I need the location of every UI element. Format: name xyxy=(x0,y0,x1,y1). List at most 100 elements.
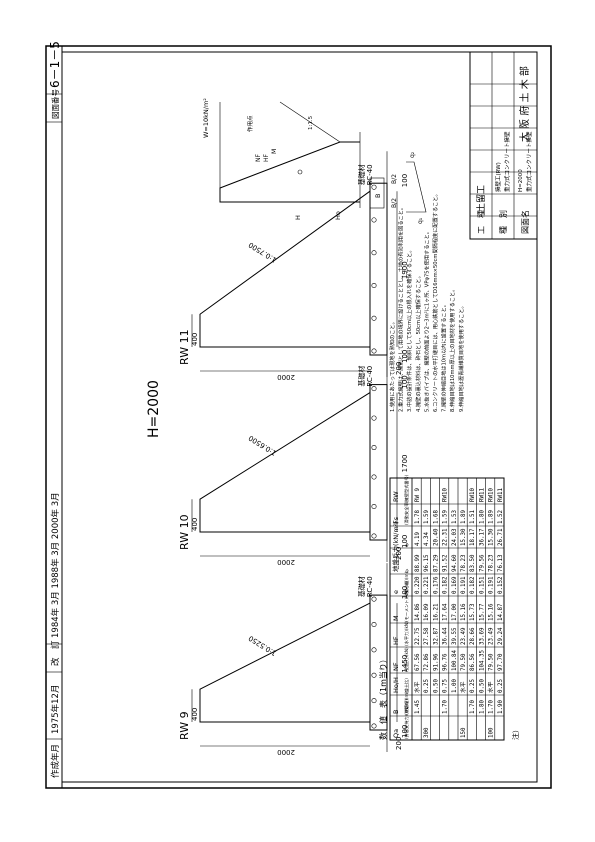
surcharge-label: W=10kN/m² xyxy=(202,98,210,138)
gravel-mark xyxy=(371,596,377,602)
foundation-spec: RC-40 xyxy=(366,576,374,597)
table-cell: 0.151 xyxy=(479,576,485,594)
section-name: RW 9 xyxy=(178,711,191,740)
gravel-mark xyxy=(371,315,377,321)
gravel-mark xyxy=(371,386,377,392)
table-cell: 1.80 xyxy=(479,700,485,714)
table-cell: 4.34 xyxy=(424,532,430,546)
table-cell: 水平 xyxy=(413,681,421,693)
inner-frame xyxy=(61,51,538,783)
table-header: Fs xyxy=(392,516,400,524)
tb-row2-value2: 重力式コンクリート擁壁 xyxy=(503,131,511,192)
table-cell: 300 xyxy=(424,727,430,738)
h-label: H xyxy=(294,215,302,220)
table-cell: 1.00 xyxy=(452,679,458,693)
table-cell: 0.50 xyxy=(479,679,485,693)
note-item: 5.水抜きパイプは、擁壁の前面より2~3m²に1ヶ所、VPφ75を使用すること。 xyxy=(422,229,430,412)
table-cell: 1.90 xyxy=(498,700,504,714)
drawing-no-label: 図面番号 xyxy=(50,89,60,119)
created-value: 1975年12月 xyxy=(50,685,61,734)
note-item: 3.中詰の設計条件は、傾斜として50cm以上の根入れを確保すること。 xyxy=(405,247,413,412)
table-cell: 0.169 xyxy=(452,576,458,594)
notes-lines: 1.使用にあたっては現地を熟知のこと。2.重力式擁壁は、原則として用地の境界に設… xyxy=(388,191,465,412)
section-name: RW 11 xyxy=(178,329,191,365)
table-cell: 15.77 xyxy=(479,603,485,621)
height-dim: 2000 xyxy=(277,373,295,381)
m-label: M xyxy=(271,149,278,154)
gravel-mark xyxy=(371,282,377,288)
table-subheader: (滑動安全率) xyxy=(403,500,410,525)
b-half-2: B/2 xyxy=(391,174,398,184)
table-cell: 15.16 xyxy=(461,603,467,621)
table-caption: 数 値 表（1m当り） xyxy=(378,655,388,740)
table-subheader: (偏心量)(m) xyxy=(403,571,410,595)
gravel-mark xyxy=(371,533,377,539)
load-wall xyxy=(219,141,360,203)
table-cell: 14.87 xyxy=(498,603,504,621)
table-cell: 78.23 xyxy=(461,554,467,572)
table-cell: RW10 xyxy=(489,488,495,502)
table-header: M xyxy=(392,615,400,621)
top-width-dim: 400 xyxy=(191,708,199,721)
note-item: 7.擁壁の伸縮目地は10m以内に設置すること。 xyxy=(440,302,448,412)
table-cell: 1.70 xyxy=(443,700,449,714)
table-cell: 24.03 xyxy=(452,528,458,546)
table-subheader: (モーメント)(kN・m) xyxy=(404,581,409,622)
table-cell: 1.70 xyxy=(489,700,495,714)
note-item: 1.使用にあたっては現地を熟知のこと。 xyxy=(388,319,396,412)
table-cell: 18.17 xyxy=(470,528,476,546)
height-dim: 2000 xyxy=(277,558,295,566)
wall-body xyxy=(199,602,371,723)
title-block: 工 種 土留工 種 別 擁壁工(RW) 重力式コンクリート擁壁 図面名 H=20… xyxy=(469,51,538,240)
gravel-mark xyxy=(371,184,377,190)
table-cell: 15.16 xyxy=(489,603,495,621)
foundation xyxy=(369,182,388,356)
table-cell: 76.13 xyxy=(498,554,504,572)
table-header: Ho/H xyxy=(392,677,400,693)
table-cell: 1.70 xyxy=(470,700,476,714)
table-subheader: (擁壁型式番号) xyxy=(403,474,410,503)
wall-body xyxy=(199,392,371,533)
table-cell: 1.68 xyxy=(433,510,439,524)
table-cell: 17.00 xyxy=(452,603,458,621)
slope-label: 1:0.7500 xyxy=(247,240,278,263)
tb-row3-value1: H=2000 xyxy=(518,169,524,192)
table-cell: 33.69 xyxy=(479,627,485,645)
pressure-diagram xyxy=(406,161,427,213)
heel-dim: 100 xyxy=(401,174,409,187)
table-header: 地盤反力(kN/m²) xyxy=(391,521,400,572)
table-subheader: (鉛直力)(kN) xyxy=(403,647,410,672)
base-width-dim: 1450 xyxy=(401,655,409,673)
tb-row3-label: 図面名 xyxy=(520,210,530,234)
table-cell: 36.44 xyxy=(443,627,449,645)
table-cell: 0.25 xyxy=(498,679,504,693)
base-h-dim: 200 xyxy=(395,362,403,375)
header-band: 作成年月 1975年12月 改 訂 1984年 3月 1988年 3月 2000… xyxy=(46,41,63,788)
gravel-mark xyxy=(371,672,377,678)
table-cell: 96.15 xyxy=(424,554,430,572)
tb-row1-value: 土留工 xyxy=(475,185,487,212)
table-cell: 26.71 xyxy=(498,528,504,546)
table-cell: 0.182 xyxy=(470,577,476,594)
table-subheader: (盛土比) xyxy=(403,678,410,694)
table-cell: 36.17 xyxy=(479,528,485,546)
table-subheader: q₁ xyxy=(404,568,409,573)
table-cell: 0.182 xyxy=(443,577,449,594)
table-subheader: q₂ xyxy=(404,542,409,547)
ho-label: Ho xyxy=(334,211,342,220)
tb-row2-label: 種 別 xyxy=(498,210,508,234)
gravel-mark xyxy=(371,621,377,627)
table-cell: 水平 xyxy=(459,681,467,693)
table-cell: 100 xyxy=(489,727,495,738)
note-item: 6.コンクリートの水平打継目には、用心鉄筋としてD16mm×50cm間隔程度に配… xyxy=(431,191,439,412)
table-cell: 1.80 xyxy=(479,510,485,524)
note-item: 4.擁壁の裏込材料は、砕石とし、50cm以上確保すること。 xyxy=(414,273,422,412)
value-table: 数 値 表（1m当り）Qa(許容支持力)(kN/m²)B(底版幅)(m)Ho/H… xyxy=(378,474,505,741)
table-cell: 0.220 xyxy=(415,576,421,594)
top-width-dim: 400 xyxy=(191,333,199,346)
table-cell: 22.75 xyxy=(415,627,421,645)
table-header: HF xyxy=(392,636,400,645)
